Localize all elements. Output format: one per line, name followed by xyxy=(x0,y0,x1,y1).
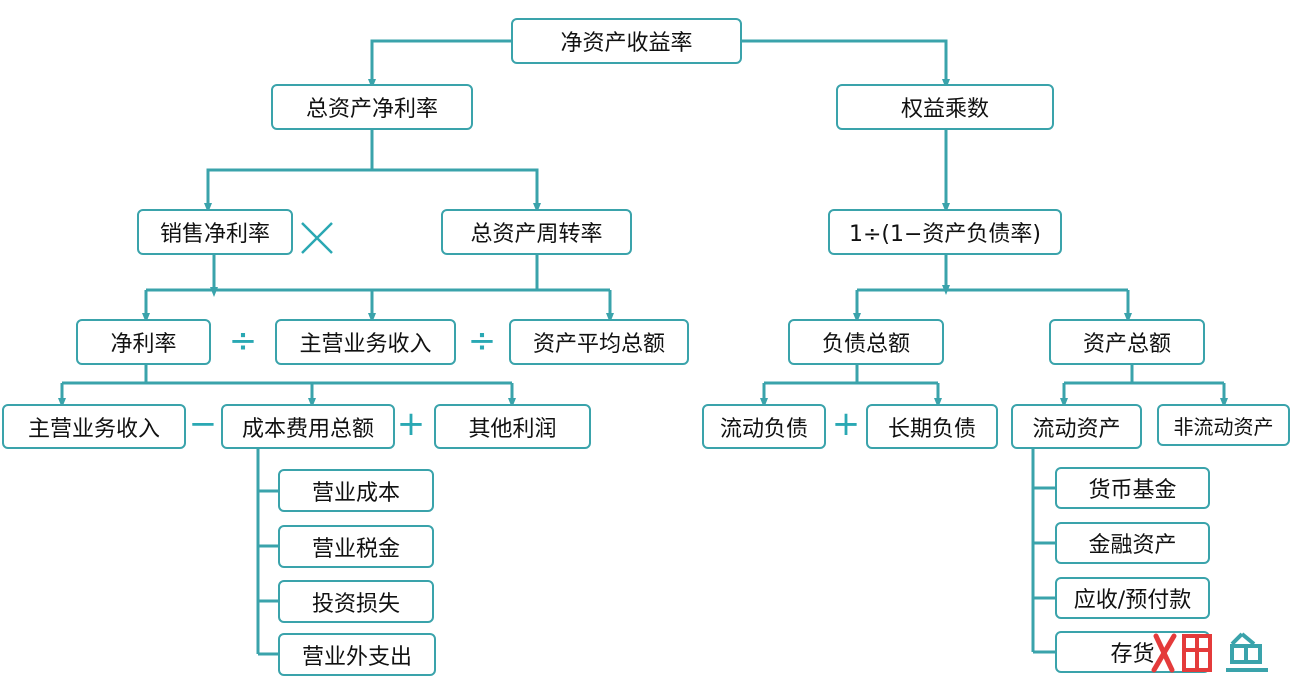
node-receivables: 应收/预付款 xyxy=(1055,577,1210,619)
node-total-liabilities: 负债总额 xyxy=(788,319,944,365)
node-avg-total-assets: 资产平均总额 xyxy=(509,319,689,365)
plus-operator-2: + xyxy=(831,404,861,444)
node-equity-multiplier: 权益乘数 xyxy=(836,84,1054,130)
node-non-current-assets: 非流动资产 xyxy=(1157,404,1290,446)
node-investment-loss: 投资损失 xyxy=(278,580,434,623)
node-total-cost: 成本费用总额 xyxy=(221,404,395,449)
node-roa: 总资产净利率 xyxy=(271,84,473,130)
node-non-operating-expense: 营业外支出 xyxy=(278,633,436,676)
node-current-liabilities: 流动负债 xyxy=(702,404,826,449)
node-current-assets: 流动资产 xyxy=(1011,404,1142,449)
multiply-icon xyxy=(301,222,333,254)
node-other-profit: 其他利润 xyxy=(434,404,591,449)
node-operating-cost: 营业成本 xyxy=(278,469,434,512)
x-fish-logo-icon xyxy=(1151,632,1268,673)
divide-operator-2: ÷ xyxy=(467,321,497,361)
plus-operator: + xyxy=(396,404,426,444)
node-financial-assets: 金融资产 xyxy=(1055,522,1210,564)
node-roe: 净资产收益率 xyxy=(511,18,742,64)
node-long-term-liabilities: 长期负债 xyxy=(866,404,998,449)
node-operating-tax: 营业税金 xyxy=(278,525,434,568)
node-net-profit: 净利率 xyxy=(76,319,211,365)
node-main-revenue: 主营业务收入 xyxy=(275,319,456,365)
minus-operator: − xyxy=(188,404,218,444)
node-multiplier-formula: 1÷(1−资产负债率) xyxy=(828,209,1062,255)
node-asset-turnover: 总资产周转率 xyxy=(441,209,632,255)
divide-operator: ÷ xyxy=(228,321,258,361)
node-net-profit-margin: 销售净利率 xyxy=(137,209,293,255)
node-monetary-fund: 货币基金 xyxy=(1055,467,1210,509)
node-main-revenue-2: 主营业务收入 xyxy=(2,404,186,449)
node-total-assets: 资产总额 xyxy=(1049,319,1205,365)
